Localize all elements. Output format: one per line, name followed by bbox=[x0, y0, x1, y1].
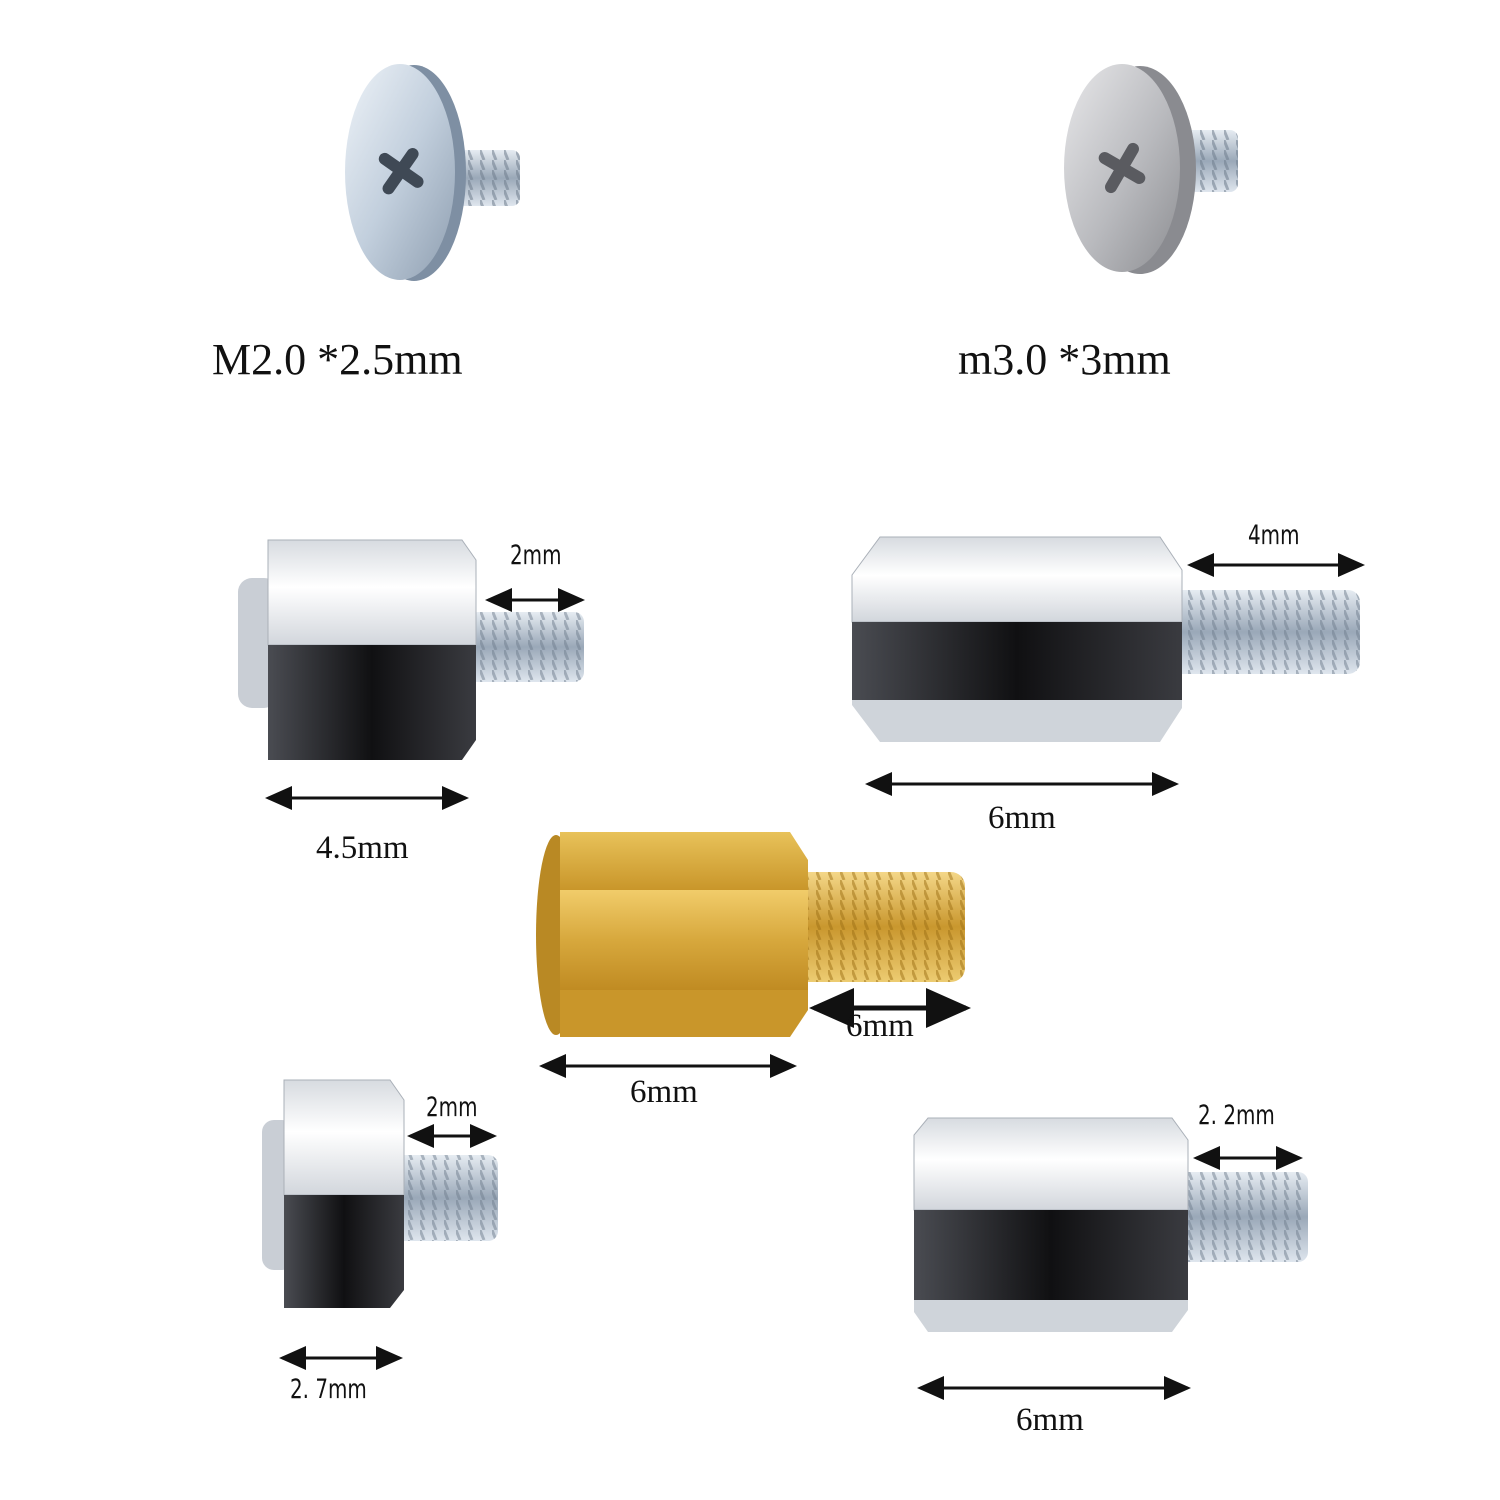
thread-length-label: 4mm bbox=[1248, 520, 1300, 551]
body-length-label: 6mm bbox=[630, 1074, 698, 1110]
thread-length-label: 2mm bbox=[426, 1092, 478, 1123]
standoff-6mm-a bbox=[851, 536, 1360, 742]
standoff-2-7mm bbox=[262, 1079, 498, 1308]
thread-length-label: 2. 2mm bbox=[1198, 1100, 1275, 1131]
thread-length-label: 2mm bbox=[510, 540, 562, 571]
screw-m3 bbox=[1064, 64, 1238, 274]
body-length-label: 4.5mm bbox=[316, 830, 409, 866]
body-length-label: 6mm bbox=[1016, 1402, 1084, 1438]
standoff-6mm-b bbox=[913, 1117, 1308, 1332]
thread-length-label: 6mm bbox=[846, 1008, 914, 1044]
standoff-brass-6mm bbox=[536, 832, 965, 1037]
screw-m3-label: m3.0 *3mm bbox=[958, 335, 1171, 384]
body-length-label: 2. 7mm bbox=[290, 1374, 367, 1405]
dimension-arrows bbox=[265, 553, 1365, 1400]
standoff-4-5mm bbox=[238, 539, 584, 760]
screw-m2-label: M2.0 *2.5mm bbox=[212, 335, 463, 384]
body-length-label: 6mm bbox=[988, 800, 1056, 836]
screw-m2 bbox=[345, 64, 520, 281]
